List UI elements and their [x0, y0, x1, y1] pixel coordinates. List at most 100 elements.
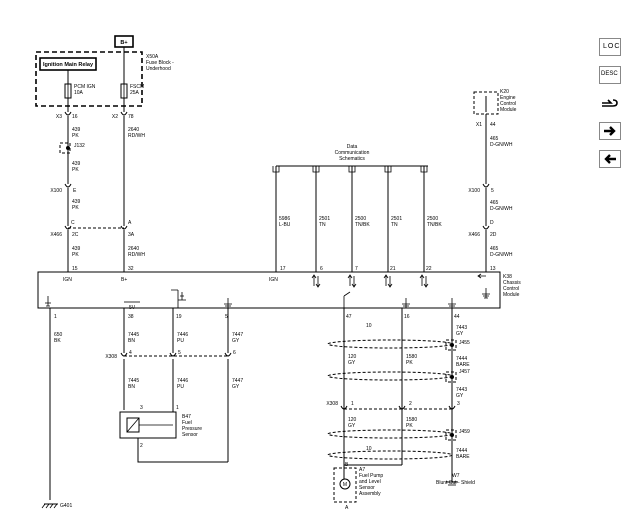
k38-top-pin-7: 7: [355, 266, 358, 272]
k38-bottom-pin-16: 16: [404, 314, 410, 320]
x466-pin-c: C: [71, 220, 75, 226]
ecm-wire-3-color: D-GN/WH: [490, 252, 513, 258]
a7-name-4: Assembly: [359, 491, 381, 497]
hand-icon-button[interactable]: [599, 94, 621, 112]
a7-name-3: Sensor: [359, 485, 375, 491]
fuse-block-name-1: Fuse Block -: [146, 60, 174, 66]
x308-label-sensor: X308: [105, 354, 117, 360]
comm-wire-4-circuit: 2501: [391, 216, 402, 222]
data-comm-label-1: Data: [347, 144, 358, 150]
comm-wire-5-terminal: [420, 166, 428, 173]
splice-j459[interactable]: [445, 429, 457, 441]
arrow-right-button[interactable]: [599, 122, 621, 140]
b47-name-3: Sensor: [182, 432, 198, 438]
sensor-wire-b-top-circuit: 7446: [177, 332, 188, 338]
splice-j455[interactable]: [445, 339, 457, 351]
b47-name-2: Pressure: [182, 426, 202, 432]
b47-pin-3: 3: [140, 405, 143, 411]
ign-wire-2-circuit: 439: [72, 161, 81, 167]
sensor-wire-b-bot-circuit: 7446: [177, 378, 188, 384]
k38-name-2: Control: [503, 286, 519, 292]
b47-pin-2: 2: [140, 443, 143, 449]
comm-wire-5-color: TN/BK: [427, 222, 442, 228]
k38-ign2-label: IGN: [269, 277, 278, 283]
ground-g401-icon: [41, 503, 58, 509]
k38-name-3: Module: [503, 292, 520, 298]
ground-wire-color: BK: [54, 338, 61, 344]
x308-pin-2: 2: [409, 401, 412, 407]
x308-pin-1: 1: [351, 401, 354, 407]
bplus-source[interactable]: B+: [114, 35, 134, 48]
k20-id: K20: [500, 89, 509, 95]
comm-wire-1-circuit: 5986: [279, 216, 290, 222]
ecm-wire-1-color: D-GN/WH: [490, 142, 513, 148]
a7-name-1: Fuel Pump: [359, 473, 383, 479]
x308-pin-6: 6: [233, 350, 236, 356]
x466-pin-d: D: [490, 220, 494, 226]
k20-pin: 44: [490, 122, 496, 128]
comm-wire-2-color: TN: [319, 222, 326, 228]
pump-wire-mid-mid-color: PK: [406, 360, 413, 366]
x308-label-pump: X308: [326, 401, 338, 407]
splice-j457-label: J457: [459, 369, 470, 375]
x3-conn: X3: [56, 114, 62, 120]
ground-id: G401: [60, 503, 72, 509]
bplus-wire-1-color: RD/WH: [128, 133, 145, 139]
j132-label: J132: [74, 143, 85, 149]
k38-bottom-pin-5: 5: [225, 314, 228, 320]
k38-bottom-pin-44: 44: [454, 314, 460, 320]
k20-conn: X1: [476, 122, 482, 128]
x100-label-right: X100: [468, 188, 480, 194]
x466-pin-3a: 3A: [128, 232, 135, 238]
k38-ign-label: IGN: [63, 277, 72, 283]
comm-wire-5-circuit: 2500: [427, 216, 438, 222]
comm-wire-1-terminal: [272, 166, 280, 173]
k20-name-3: Module: [500, 107, 517, 113]
ign-wire-1-circuit: 439: [72, 127, 81, 133]
data-arrows: [311, 273, 486, 288]
k20-name-1: Engine: [500, 95, 516, 101]
ign-wire-2-color: PK: [72, 167, 79, 173]
x308-pin-4: 4: [129, 350, 132, 356]
a7-fuel-pump-assembly[interactable]: [333, 467, 357, 503]
b47-pin-1: 1: [176, 405, 179, 411]
bplus-label: B+: [120, 40, 127, 46]
ignition-main-relay[interactable]: Ignition Main Relay: [39, 57, 97, 71]
pump-wire-mid-mid-circuit: 1580: [406, 354, 417, 360]
k38-5v-label: 5V: [129, 305, 136, 311]
splice-j459-label: J459: [459, 429, 470, 435]
ecm-wire-2-circuit: 465: [490, 200, 499, 206]
ecm-wire-3-circuit: 465: [490, 246, 499, 252]
ecm-wire-2-color: D-GN/WH: [490, 206, 513, 212]
x466-label-right: X466: [468, 232, 480, 238]
drain-4-circuit: 7444: [456, 448, 467, 454]
splice-j457[interactable]: [445, 371, 457, 383]
ign-wire-4-color: PK: [72, 252, 79, 258]
loc-icon-button[interactable]: LOC: [599, 38, 621, 56]
comm-wire-2-circuit: 2501: [319, 216, 330, 222]
k38-chassis-control-module[interactable]: [37, 271, 501, 309]
data-comm-label-3: Schematics: [339, 156, 365, 162]
fscm-fuse-label-1: FSCM: [130, 84, 144, 90]
fuse-block-outline: [35, 51, 143, 107]
arrow-left-button[interactable]: [599, 150, 621, 168]
k38-top-pin-22: 22: [426, 266, 432, 272]
x466-pin-a: A: [128, 220, 132, 226]
bplus-wire-2-circuit: 2640: [128, 246, 139, 252]
k38-bplus-label: B+: [121, 277, 127, 283]
desc-icon-button[interactable]: DESC: [599, 66, 621, 84]
loc-icon: LOC: [603, 43, 621, 50]
fuel-pump-motor-icon: [339, 478, 351, 490]
drain-4-color: BARE: [456, 454, 470, 460]
fuse-block-name-2: Underhood: [146, 66, 171, 72]
comm-wire-4-terminal: [384, 166, 392, 173]
a7-name-2: and Level: [359, 479, 381, 485]
k38-name-1: Chassis: [503, 280, 521, 286]
hand-icon: [602, 99, 618, 107]
w7-label: Blunt Cut - Shield: [436, 480, 475, 486]
shield-1: [327, 339, 453, 349]
x100-label-left: X100: [50, 188, 62, 194]
drain-1-color: GY: [456, 331, 464, 337]
